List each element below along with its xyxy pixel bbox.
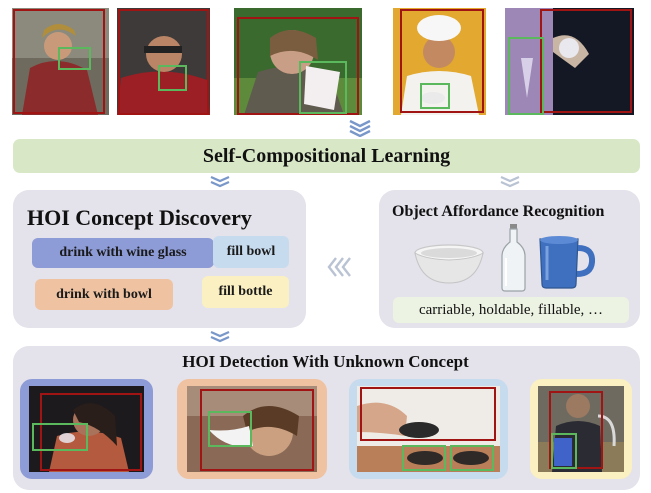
chevron-down-icon (207, 330, 233, 344)
concept-discovery-title: HOI Concept Discovery (27, 205, 252, 230)
example-photo-2 (117, 8, 210, 115)
detection-photo-2 (187, 386, 317, 472)
example-photo-5 (505, 8, 634, 115)
example-photo-1 (12, 8, 109, 115)
concept-tag: fill bottle (202, 276, 289, 308)
concept-tag: drink with wine glass (32, 238, 214, 268)
detection-photo-4 (538, 386, 624, 472)
affordance-list: carriable, holdable, fillable, … (393, 297, 629, 323)
example-photo-4 (393, 8, 486, 115)
chevron-left-icon (326, 256, 354, 278)
affordance-recognition-title: Object Affordance Recognition (392, 203, 605, 220)
self-compositional-learning-banner: Self-Compositional Learning (13, 139, 640, 173)
chevron-down-icon (497, 175, 523, 189)
concept-tag: drink with bowl (35, 279, 173, 310)
detection-photo-1 (29, 386, 144, 472)
chevron-down-icon (207, 175, 233, 189)
concept-discovery-panel: HOI Concept Discovery drink with wine gl… (13, 190, 306, 328)
mug-icon (537, 234, 595, 290)
chevron-down-icon (347, 119, 373, 138)
detection-photo-3 (357, 386, 500, 472)
bottle-icon (500, 222, 527, 292)
concept-tag: fill bowl (213, 236, 289, 268)
bowl-icon (413, 243, 485, 287)
hoi-detection-title: HOI Detection With Unknown Concept (182, 352, 469, 371)
example-photo-3 (234, 8, 362, 115)
